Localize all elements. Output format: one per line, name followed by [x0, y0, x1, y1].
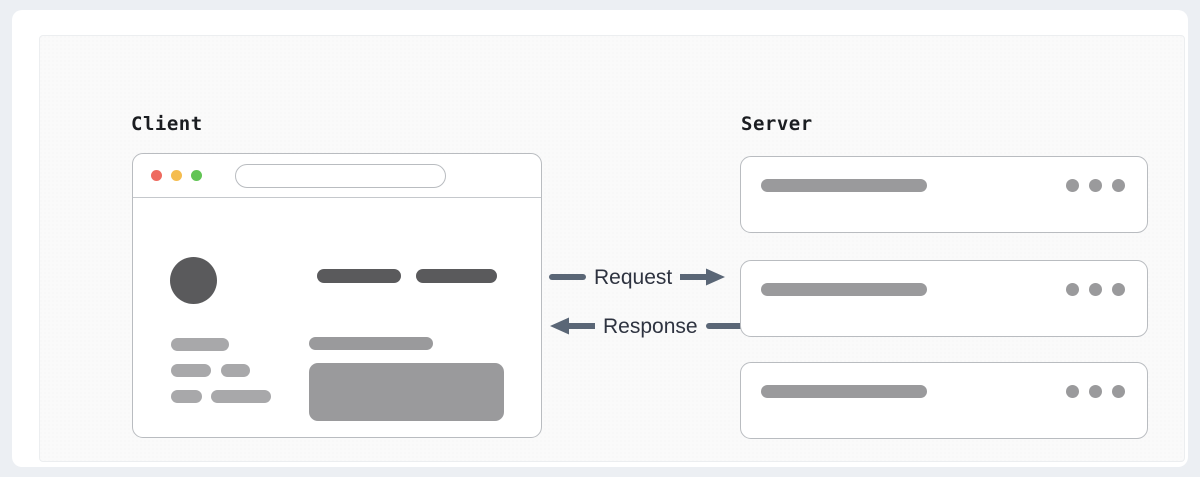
rack-dot-icon: [1089, 283, 1102, 296]
rack-label-placeholder: [761, 179, 927, 192]
rack-dot-icon: [1066, 179, 1079, 192]
response-flow: Response: [549, 313, 743, 339]
response-line-right: [705, 323, 743, 329]
sidebar-line-1: [171, 338, 229, 351]
rack-dot-icon: [1089, 385, 1102, 398]
minimize-dot-icon[interactable]: [171, 170, 182, 181]
server-section-label: Server: [741, 113, 813, 135]
client-section-label: Client: [131, 113, 203, 135]
rack-status-dots: [1066, 385, 1125, 398]
server-rack-unit-2: [740, 260, 1148, 337]
diagram-panel: Client: [39, 35, 1185, 462]
browser-chrome-bar: [133, 154, 541, 198]
rack-status-dots: [1066, 283, 1125, 296]
avatar: [170, 257, 217, 304]
diagram-card: Client: [12, 10, 1188, 467]
sidebar-line-3b: [211, 390, 271, 403]
browser-content-area: [133, 198, 541, 437]
rack-dot-icon: [1112, 283, 1125, 296]
nav-item-1-placeholder: [317, 269, 401, 283]
rack-label-placeholder: [761, 385, 927, 398]
main-content-block: [309, 363, 504, 421]
maximize-dot-icon[interactable]: [191, 170, 202, 181]
request-flow: Request: [549, 264, 726, 290]
rack-dot-icon: [1112, 385, 1125, 398]
request-line-left: [549, 274, 586, 280]
rack-dot-icon: [1066, 385, 1079, 398]
rack-label-placeholder: [761, 283, 927, 296]
nav-item-2-placeholder: [416, 269, 497, 283]
server-rack-unit-1: [740, 156, 1148, 233]
browser-url-input[interactable]: [235, 164, 446, 188]
arrow-right-icon: [680, 268, 726, 286]
rack-status-dots: [1066, 179, 1125, 192]
client-browser-window: [132, 153, 542, 438]
main-heading-placeholder: [309, 337, 433, 350]
arrow-left-icon: [550, 317, 595, 335]
sidebar-line-2a: [171, 364, 211, 377]
response-label: Response: [603, 314, 698, 338]
rack-dot-icon: [1089, 179, 1102, 192]
browser-traffic-lights: [151, 170, 202, 181]
rack-dot-icon: [1112, 179, 1125, 192]
sidebar-line-2b: [221, 364, 250, 377]
server-rack-unit-3: [740, 362, 1148, 439]
close-dot-icon[interactable]: [151, 170, 162, 181]
sidebar-line-3a: [171, 390, 202, 403]
rack-dot-icon: [1066, 283, 1079, 296]
request-label: Request: [594, 265, 673, 289]
